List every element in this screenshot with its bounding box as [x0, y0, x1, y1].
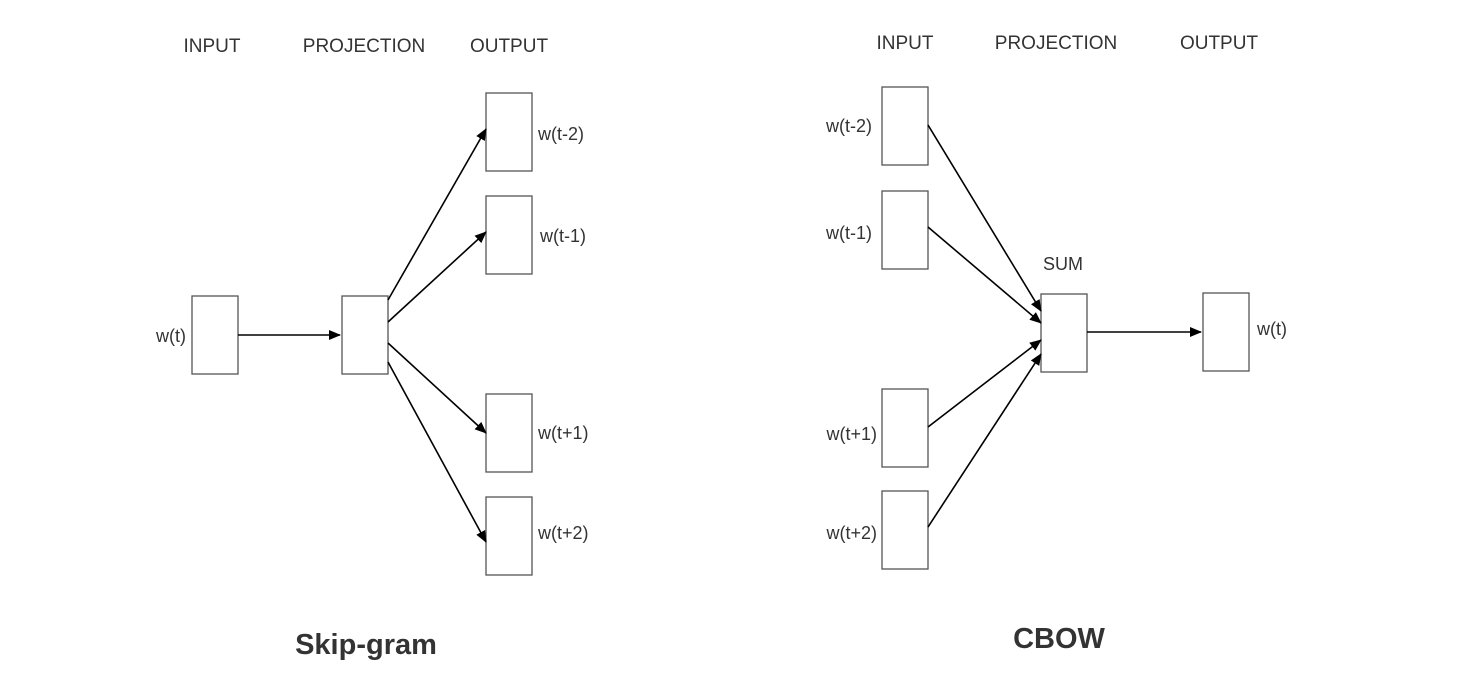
skipgram-output-node-t-1 — [485, 195, 533, 275]
cbow-input-node-t+1 — [881, 388, 929, 468]
cbow-input-node-t-2 — [881, 86, 929, 166]
skipgram-input-node — [191, 295, 239, 375]
skipgram-arrow-to-t-2 — [387, 128, 487, 301]
cbow-arrow-from-t-2 — [927, 124, 1042, 312]
skipgram-output-label-t+2: w(t+2) — [537, 523, 589, 543]
skipgram-input-header: INPUT — [184, 36, 241, 57]
skipgram-input-label: w(t) — [155, 326, 186, 346]
cbow-input-label-t-1: w(t-1) — [825, 223, 872, 243]
skipgram-output-label-t-2: w(t-2) — [537, 124, 584, 144]
cbow-input-label-t+1: w(t+1) — [825, 424, 877, 444]
skipgram-arrow-to-t-1 — [387, 231, 487, 323]
cbow-sum-label: SUM — [1043, 254, 1083, 274]
skipgram-output-node-t+2 — [485, 496, 533, 576]
cbow-input-header: INPUT — [877, 33, 934, 54]
cbow-input-node-t-1 — [881, 190, 929, 270]
cbow-arrow-from-t+1 — [927, 339, 1042, 428]
skipgram-arrow-to-t+1 — [387, 342, 487, 434]
skipgram-projection-node — [341, 295, 389, 375]
cbow-input-node-t+2 — [881, 490, 929, 570]
cbow-arrow-from-t+2 — [927, 353, 1042, 528]
cbow-output-label: w(t) — [1256, 319, 1287, 339]
skipgram-title: Skip-gram — [295, 629, 437, 661]
skipgram-output-header: OUTPUT — [470, 36, 549, 57]
cbow-input-label-t-2: w(t-2) — [825, 116, 872, 136]
skipgram-diagram: INPUT PROJECTION OUTPUT w(t) w(t-2) w(t-… — [155, 36, 589, 661]
cbow-title: CBOW — [1013, 623, 1105, 655]
skipgram-output-label-t+1: w(t+1) — [537, 423, 589, 443]
skipgram-output-node-t-2 — [485, 92, 533, 172]
cbow-output-header: OUTPUT — [1180, 33, 1259, 54]
cbow-input-label-t+2: w(t+2) — [825, 523, 877, 543]
cbow-arrow-from-t-1 — [927, 226, 1042, 324]
cbow-projection-header: PROJECTION — [995, 33, 1117, 54]
skipgram-arrow-to-t+2 — [387, 361, 487, 543]
cbow-diagram: INPUT PROJECTION OUTPUT w(t-2) w(t-1) w(… — [825, 33, 1287, 655]
skipgram-output-label-t-1: w(t-1) — [539, 226, 586, 246]
skipgram-output-node-t+1 — [485, 393, 533, 473]
skipgram-projection-header: PROJECTION — [303, 36, 425, 57]
cbow-output-node — [1202, 292, 1250, 372]
cbow-projection-node — [1040, 293, 1088, 373]
